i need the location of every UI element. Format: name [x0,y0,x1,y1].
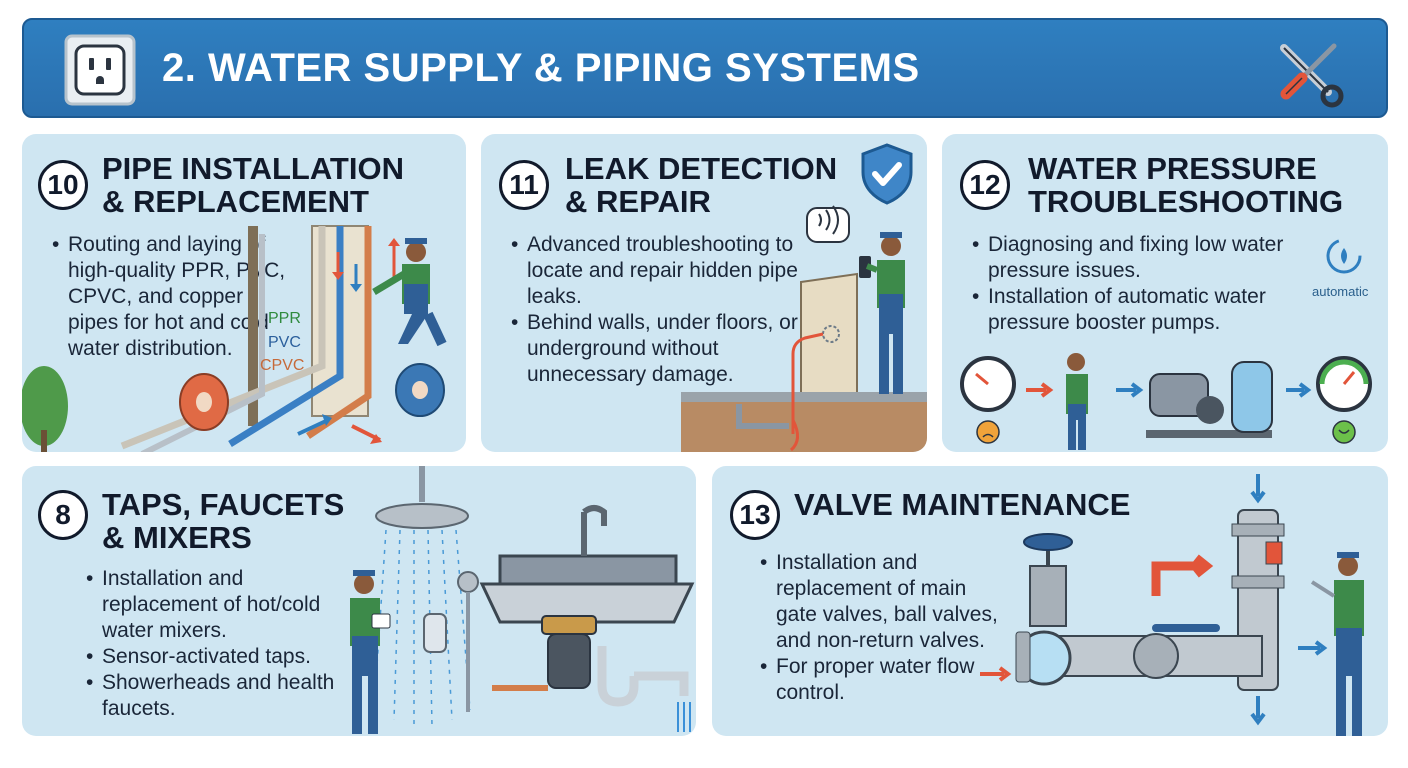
pipe-label-pvc: PVC [268,334,301,351]
list-item: Installation of automatic water pressure… [972,284,1312,336]
list-item: Installation and replacement of hot/cold… [86,566,348,644]
valve-illustration [980,474,1364,736]
bullet-list: Routing and laying of high-quality PPR, … [52,232,296,362]
card-title-line1: VALVE MAINTENANCE [794,487,1131,522]
bullet-list: Advanced troubleshooting to locate and r… [511,232,801,388]
card-valve-maintenance: 13 VALVE MAINTENANCE Installation and re… [712,466,1388,736]
bullet-list: Installation and replacement of main gat… [760,550,1000,706]
list-item: Advanced troubleshooting to locate and r… [511,232,801,310]
card-water-pressure: 12 WATER PRESSURE TROUBLESHOOTING Diagno… [942,134,1388,452]
automatic-label: automatic [1312,284,1369,299]
page-title: 2. WATER SUPPLY & PIPING SYSTEMS [162,46,920,90]
pipe-installation-illustration [22,225,447,452]
card-title-line2: & REPAIR [565,184,711,219]
card-taps-faucets: 8 TAPS, FAUCETS & MIXERS Installation an… [22,466,696,736]
header-banner: 2. WATER SUPPLY & PIPING SYSTEMS [22,18,1388,118]
card-pipe-installation: 10 PIPE INSTALLATION & REPLACEMENT Routi… [22,134,466,452]
automatic-cycle-icon [1326,238,1362,274]
list-item: Sensor-activated taps. [86,644,348,670]
list-item: For proper water flow control. [760,654,1000,706]
list-item: Installation and replacement of main gat… [760,550,1000,654]
card-title-line2: TROUBLESHOOTING [1028,184,1344,219]
card-number-badge: 11 [499,160,549,210]
card-number-badge: 13 [730,490,780,540]
card-title-line1: LEAK DETECTION [565,151,838,186]
bullet-list: Diagnosing and fixing low water pressure… [972,232,1312,336]
pipe-label-cpvc: CPVC [260,357,305,374]
card-number-badge: 12 [960,160,1010,210]
shield-check-icon [861,143,913,205]
taps-faucets-illustration [350,466,695,734]
card-title-line1: WATER PRESSURE [1028,151,1317,186]
leak-detection-illustration [681,205,927,452]
bullet-list: Installation and replacement of hot/cold… [86,566,348,722]
list-item: Behind walls, under floors, or undergrou… [511,310,801,388]
list-item: Diagnosing and fixing low water pressure… [972,232,1312,284]
pipe-label-ppr: PPR [268,310,301,327]
list-item: Showerheads and health faucets. [86,670,348,722]
card-title-line1: PIPE INSTALLATION [102,151,404,186]
pressure-booster-illustration [960,353,1372,450]
card-leak-detection: 11 LEAK DETECTION & REPAIR Advanced trou… [481,134,927,452]
card-title-line2: & REPLACEMENT [102,184,369,219]
wrench-screwdriver-icon [1280,43,1344,108]
card-title-line1: TAPS, FAUCETS [102,487,345,522]
list-item: Routing and laying of high-quality PPR, … [52,232,296,362]
card-number-badge: 8 [38,490,88,540]
card-number-badge: 10 [38,160,88,210]
power-outlet-icon [64,34,136,106]
card-title-line2: & MIXERS [102,520,252,555]
